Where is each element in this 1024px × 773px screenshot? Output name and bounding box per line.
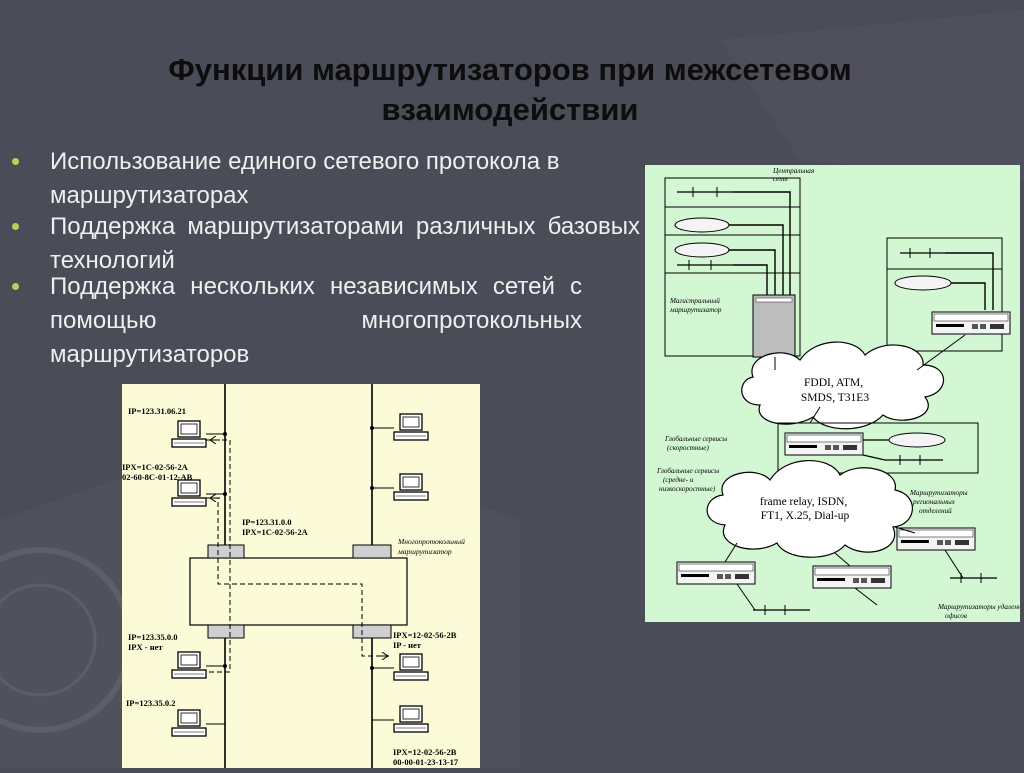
router-port <box>207 544 245 559</box>
ring-network <box>894 275 952 291</box>
ip-port-label: IP=123.31.0.0 <box>242 517 291 527</box>
wan-cloud-high-speed <box>741 341 944 430</box>
computer-icon <box>393 653 429 681</box>
ring-network <box>674 242 730 258</box>
router-port <box>352 544 392 559</box>
svg-text:frame relay, ISDN, FT1, X.: frame relay, ISDN, FT1, X.25, Dial-up FT… <box>760 496 850 522</box>
ring-network <box>888 432 946 448</box>
ip-label: IP=123.35.0.2 <box>126 698 175 708</box>
computer-icon <box>393 705 429 733</box>
backbone-router-icon <box>752 294 796 358</box>
ring-network <box>674 217 730 233</box>
ipx-port-label: IPX - нет <box>128 642 163 652</box>
computer-icon <box>393 413 429 441</box>
ip-port-label: IP=123.35.0.0 <box>128 632 177 642</box>
bullet-dot-icon <box>12 158 19 165</box>
computer-icon <box>171 709 207 737</box>
bullet-text: Поддержка нескольких независимых сетей с… <box>50 273 582 368</box>
wan-cloud-low-speed <box>706 460 913 558</box>
ipx-label: 02-60-8C-01-12-AB <box>122 472 193 482</box>
ipx-label: IPX=1C-02-56-2A <box>122 462 189 472</box>
router-port <box>207 624 245 639</box>
regional-network-box <box>886 237 1003 352</box>
router-icon <box>784 432 864 456</box>
slide-title: Функции маршрутизаторов при межсетевом в… <box>168 52 852 127</box>
bullet-text: Использование единого сетевого протокола… <box>50 148 560 209</box>
router-body <box>189 557 408 626</box>
svg-text:FDDI, ATM, SMDS, T31E3: FDDI, ATM, SMDS, T31E3 <box>801 377 869 404</box>
computer-icon <box>171 420 207 448</box>
ipx-label: IPX=12-02-56-2B <box>393 747 457 757</box>
ip-port-label: IP - нет <box>393 640 422 650</box>
remote-routers-label: Маршрутизаторы удаленныхофисов <box>937 603 1020 620</box>
ipx-label: 00-00-01-23-13-17 <box>393 757 459 767</box>
ipx-port-label: IPX=12-02-56-2B <box>393 630 457 640</box>
internetwork-diagram: FDDI, ATM, SMDS, T31E3 frame relay, ISDN… <box>645 165 1024 622</box>
computer-icon <box>171 651 207 679</box>
computer-icon <box>393 473 429 501</box>
central-network-box <box>664 177 801 357</box>
bullet-dot-icon <box>12 283 19 290</box>
router-icon <box>676 561 756 585</box>
ipx-port-label: IPX=1C-02-56-2A <box>242 527 309 537</box>
bullet-text: Поддержка маршрутизаторами различных баз… <box>50 213 640 274</box>
computer-icon <box>171 479 207 507</box>
router-icon <box>812 565 892 589</box>
global-fast-label: Глобальные сервисы(скоростные) <box>664 435 727 452</box>
router-icon <box>931 311 1011 335</box>
ip-label: IP=123.31.06.21 <box>128 406 186 416</box>
bullet-dot-icon <box>12 223 19 230</box>
multiprotocol-router-diagram: IP=123.31.06.21 IPX=1C-02-56-2A 02-60-8C… <box>122 384 480 768</box>
router-port <box>352 624 392 639</box>
